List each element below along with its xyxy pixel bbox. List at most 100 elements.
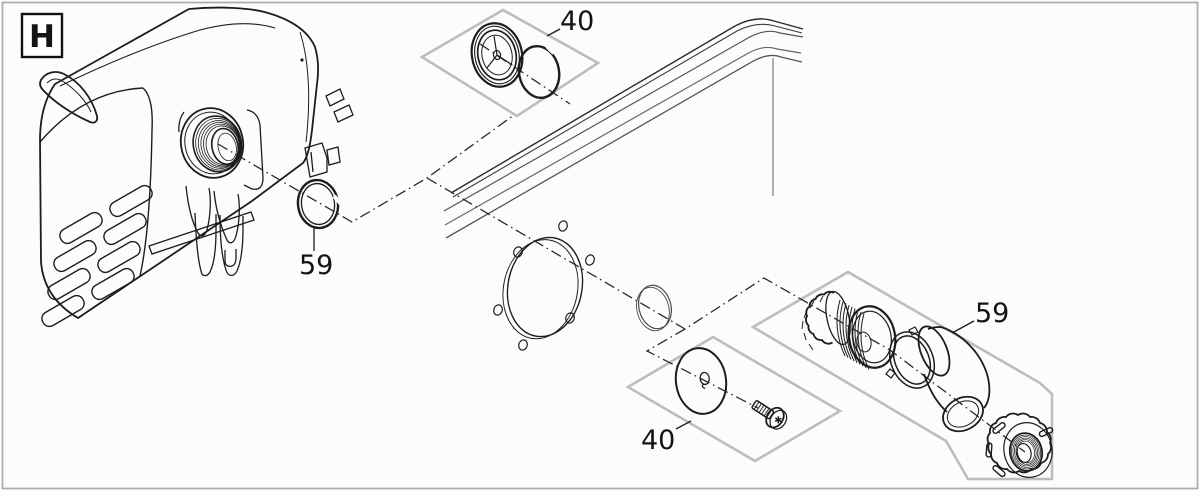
v-flap-2 (213, 190, 240, 244)
port-tab-right (243, 109, 264, 190)
retaining-ring (885, 326, 936, 389)
valve-flap-kit (674, 347, 788, 430)
union-threads (836, 299, 870, 370)
outlet-elbow-kit (801, 290, 1054, 478)
handle-recess-inner (46, 78, 92, 113)
handle-recess (39, 71, 99, 124)
lid-edge-1b (452, 23, 803, 198)
kit-box-40-bottom (625, 335, 843, 463)
o-ring-40-gap (545, 44, 556, 55)
callout-59-right: 59 (975, 298, 1009, 329)
vent-slot (97, 240, 141, 274)
vent-slot (91, 267, 135, 301)
retaining-ring-inner (892, 335, 932, 385)
elbow-inner-edge (923, 373, 948, 413)
gasket-hole (493, 304, 503, 316)
o-ring-59-gap (332, 194, 343, 206)
blanking-disc-face (637, 284, 673, 330)
housing-dot-detail (300, 58, 304, 62)
screw-threads (753, 401, 772, 418)
gasket-outer (506, 236, 584, 338)
lid-edge-1 (450, 18, 804, 194)
ring-hook-bottom (885, 368, 896, 379)
kit-box-40-top (419, 8, 601, 118)
union-cap-rim (825, 290, 851, 346)
ring-hook-top (908, 326, 919, 336)
o-ring-40 (517, 44, 561, 100)
gasket-flange (493, 220, 595, 351)
front-face-corner-edge (139, 87, 153, 277)
port-bore (210, 127, 240, 165)
port-thread (200, 121, 241, 168)
port-brackets (148, 88, 354, 277)
handle-recess-outer (39, 71, 99, 124)
flap-disc-edge (674, 347, 728, 415)
gasket-hole (585, 254, 595, 266)
union-knurl-cap (805, 290, 835, 345)
vent-slot (109, 184, 153, 218)
lid-edge-3 (444, 46, 802, 226)
housing-outline (39, 6, 319, 320)
cap-spokes (486, 36, 513, 69)
elbow-lower-bore (946, 400, 980, 428)
flap-hole-tail (701, 383, 706, 390)
centerline-cap-kit (479, 43, 571, 105)
nut-grip-slots (985, 422, 1054, 478)
elbow-lower-rim (942, 395, 984, 433)
port-thread (195, 117, 242, 171)
union-socket-outer (847, 305, 897, 369)
mount-foot-2 (219, 214, 244, 277)
cable-clamp (304, 142, 328, 178)
union-knurl-ticks (801, 295, 824, 351)
foot-notch (224, 249, 237, 267)
port-thread-crest (192, 115, 243, 173)
union-socket-inner (852, 310, 892, 364)
clip-prong-2 (333, 104, 354, 123)
vent-slot (47, 267, 91, 301)
gasket-hole (513, 246, 523, 258)
housing-right-ridge (299, 31, 310, 143)
cover-cap (470, 22, 524, 88)
screw (751, 400, 788, 430)
outlet-port (179, 107, 245, 179)
section-letter-box: H (20, 12, 64, 59)
housing-top-ridge (59, 23, 276, 87)
lid-edge-2 (443, 30, 804, 212)
front-face-top-edge (39, 87, 144, 143)
gasket-hole (565, 312, 575, 324)
cap-rim-inner (476, 29, 518, 81)
blanking-disc-thickness (636, 286, 670, 332)
centerline-flap-screw (645, 328, 759, 409)
cap-dish (481, 34, 513, 76)
cable-clamp-small (326, 146, 341, 166)
union-fitting (801, 290, 897, 370)
mount-rail (148, 211, 255, 255)
callout-40-bottom: 40 (641, 425, 675, 456)
callouts: 40 59 59 40 (299, 6, 1009, 456)
port-flange-outer (179, 107, 245, 179)
retaining-ring-outer (888, 331, 936, 389)
blanking-disc (636, 284, 673, 332)
elbow-pipe (917, 325, 991, 433)
o-ring-59-inner (300, 182, 336, 226)
callout-59-left: 59 (299, 250, 333, 281)
centerlines (217, 43, 1026, 453)
valve-flap-disc (674, 347, 728, 415)
nut-knurl-body (986, 412, 1052, 474)
centerline-main-axis (426, 177, 1026, 453)
flap-center-hole (699, 371, 710, 386)
vent-grille (41, 184, 153, 328)
screw-head-face (769, 409, 788, 430)
screw-head-side (765, 406, 785, 429)
vent-slot (41, 294, 85, 328)
centerline-port-oring (217, 114, 515, 223)
lid-edge-4 (445, 54, 803, 239)
kit-box-59 (750, 270, 1054, 481)
mount-foot-1 (194, 212, 217, 277)
lid-edge-lines (443, 18, 804, 239)
cap-hub (492, 49, 502, 61)
section-letter-frame (20, 12, 64, 59)
